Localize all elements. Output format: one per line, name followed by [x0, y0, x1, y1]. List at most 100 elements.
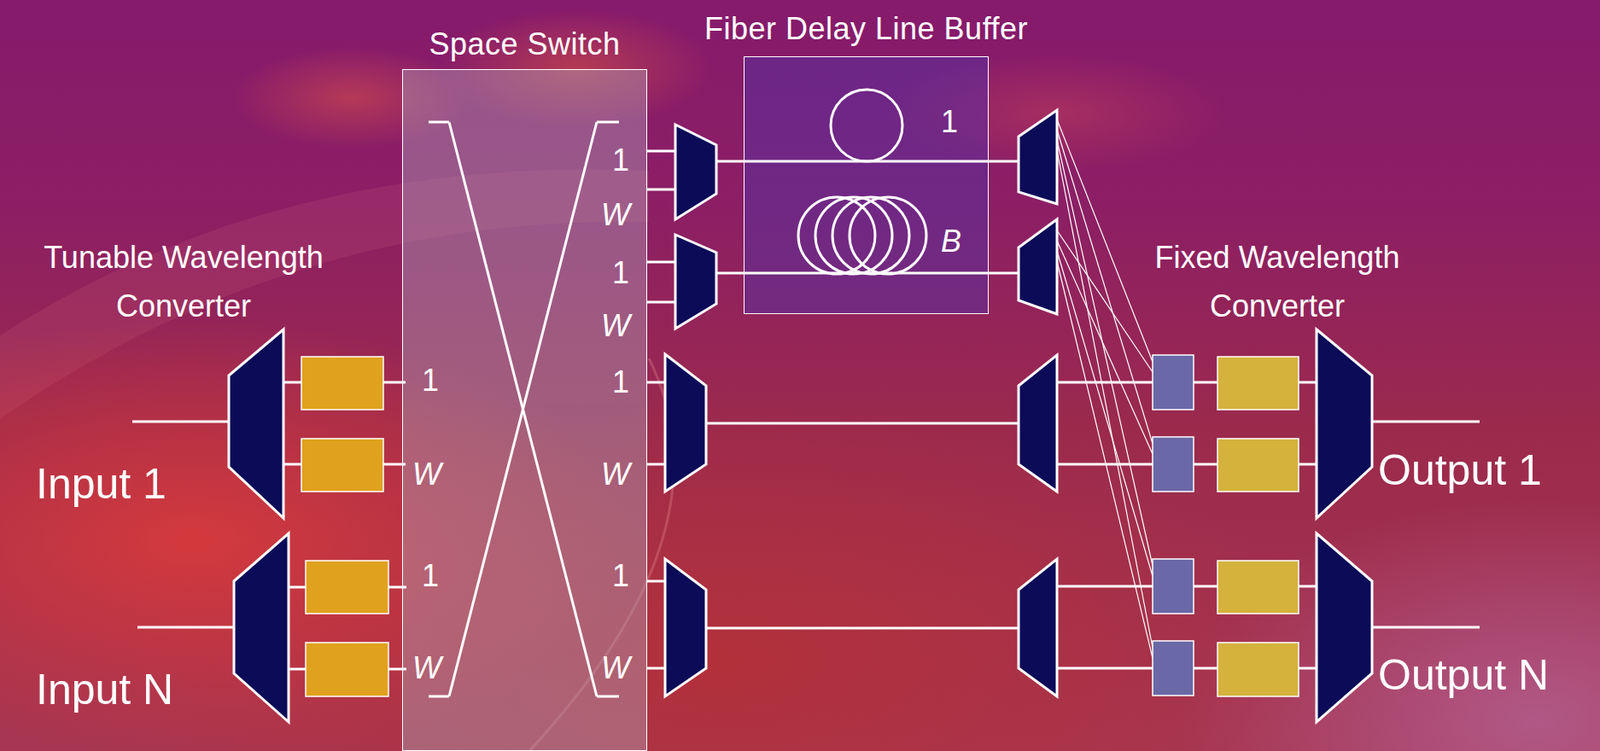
demultiplexer	[1018, 355, 1057, 492]
switch-bracket	[428, 695, 450, 699]
fixed-converter	[1217, 560, 1299, 614]
port-number: 1	[612, 558, 630, 594]
wire	[288, 586, 306, 590]
port-number: W	[601, 308, 631, 344]
multiplexer	[1316, 329, 1373, 519]
fan-line	[1056, 150, 1153, 649]
port-name: Input N	[35, 665, 174, 716]
fiber-coil	[830, 89, 903, 162]
demultiplexer	[1018, 110, 1057, 205]
wire	[647, 580, 666, 584]
wire	[1298, 667, 1317, 671]
input-fiber	[137, 626, 234, 630]
demultiplexer	[233, 533, 289, 723]
fan-line	[1056, 119, 1153, 363]
wire	[1193, 667, 1218, 671]
multiplexer	[675, 124, 717, 220]
demultiplexer	[1018, 559, 1057, 697]
wire	[647, 381, 666, 385]
fixed-converter	[1217, 356, 1299, 410]
box-heading: Fiber Delay Line Buffer	[704, 11, 1028, 47]
box-heading: Space Switch	[428, 26, 620, 62]
output-fiber	[1372, 626, 1480, 630]
fan-line	[1056, 251, 1153, 577]
space-switch-box: Space Switch	[402, 69, 648, 751]
tunable-converter	[305, 642, 389, 697]
switch-bracket	[596, 121, 619, 124]
fixed-converter	[1217, 438, 1299, 492]
fan-line	[1056, 261, 1153, 659]
wire	[1298, 463, 1317, 467]
switch-path	[449, 122, 597, 697]
tunable-converter	[305, 560, 389, 614]
fiber-coil	[815, 197, 893, 275]
wire	[1298, 381, 1317, 385]
fiber-coil	[849, 197, 927, 275]
direct-fiber	[706, 627, 1019, 631]
component-label: Fixed Wavelength Converter	[1106, 233, 1449, 331]
wire	[1056, 585, 1153, 589]
demultiplexer	[1018, 219, 1057, 315]
wire	[1056, 381, 1153, 385]
switch-bracket	[428, 121, 450, 124]
port-number: 1	[612, 142, 630, 178]
demultiplexer	[228, 329, 284, 519]
buffer-fill	[743, 56, 989, 315]
switch-bracket	[596, 695, 619, 699]
wire	[1056, 667, 1153, 671]
input-fiber	[132, 420, 229, 424]
port-number: W	[412, 456, 442, 492]
port-number: 1	[612, 364, 630, 400]
multiplexer	[675, 234, 717, 329]
port-name: Output N	[1378, 651, 1549, 701]
fiber-coil	[832, 197, 910, 275]
delay-index: 1	[940, 104, 958, 140]
multiplexer	[665, 559, 707, 697]
port-number: 1	[421, 362, 439, 398]
wire	[283, 381, 302, 385]
wire	[1193, 463, 1218, 467]
fan-line	[1056, 140, 1153, 567]
wire	[647, 261, 676, 264]
switch-fill	[402, 69, 648, 751]
delay-buffer-box: Fiber Delay Line Buffer	[743, 56, 989, 315]
wire	[647, 301, 676, 304]
switch-path	[449, 122, 597, 697]
port-number: W	[601, 456, 631, 492]
port-number: 1	[421, 558, 439, 594]
port-number: W	[601, 197, 631, 233]
fixed-converter	[1217, 642, 1299, 697]
direct-fiber	[706, 422, 1019, 426]
multiplexer	[1316, 533, 1373, 723]
wire	[1056, 463, 1153, 467]
tunable-converter	[301, 356, 384, 410]
wire	[647, 150, 676, 153]
fan-line	[1056, 240, 1153, 455]
tunable-converter	[301, 438, 384, 492]
wire	[647, 667, 666, 671]
combiner	[1152, 641, 1194, 696]
wire	[647, 188, 676, 192]
wire	[647, 463, 666, 467]
wire	[288, 668, 306, 672]
port-number: W	[412, 650, 442, 686]
port-number: 1	[612, 255, 630, 291]
output-fiber	[1372, 420, 1480, 424]
combiner	[1152, 437, 1194, 492]
combiner	[1152, 559, 1194, 614]
wire	[1193, 585, 1218, 589]
wire	[1298, 585, 1317, 589]
multiplexer	[665, 354, 707, 492]
wire	[283, 463, 302, 467]
port-number: W	[601, 650, 631, 686]
fiber-coil	[798, 197, 876, 275]
combiner	[1152, 355, 1194, 410]
port-name: Output 1	[1378, 446, 1542, 497]
wire	[1193, 381, 1218, 385]
delay-index: B	[940, 223, 962, 259]
wire	[388, 586, 407, 590]
component-label: Tunable Wavelength Converter	[12, 233, 355, 331]
wire	[388, 668, 407, 672]
